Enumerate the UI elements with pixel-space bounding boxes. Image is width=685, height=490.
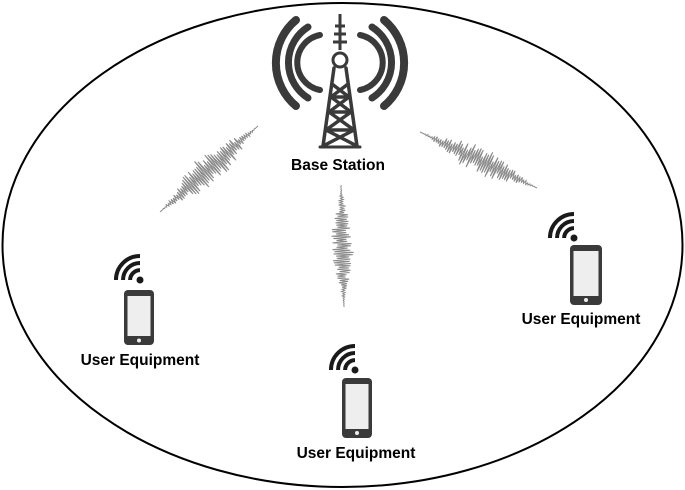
wifi-signal-icon: [547, 211, 578, 242]
wifi-signal-icon: [113, 253, 144, 284]
signal-wave-left: [159, 125, 259, 213]
signal-wave-right: [419, 131, 538, 189]
base-station-label: Base Station: [291, 157, 385, 174]
signal-wave-center: [331, 184, 354, 307]
smartphone-icon: [124, 290, 154, 345]
smartphone-icon: [570, 245, 602, 305]
smartphone-icon: [342, 378, 372, 438]
user-equipment-label: User Equipment: [81, 352, 200, 369]
user-equipment-label: User Equipment: [297, 445, 416, 462]
user-equipment-label: User Equipment: [522, 311, 641, 328]
cell-tower-icon: [271, 14, 409, 149]
signal-waves: [159, 125, 538, 307]
wifi-signal-icon: [328, 343, 359, 374]
